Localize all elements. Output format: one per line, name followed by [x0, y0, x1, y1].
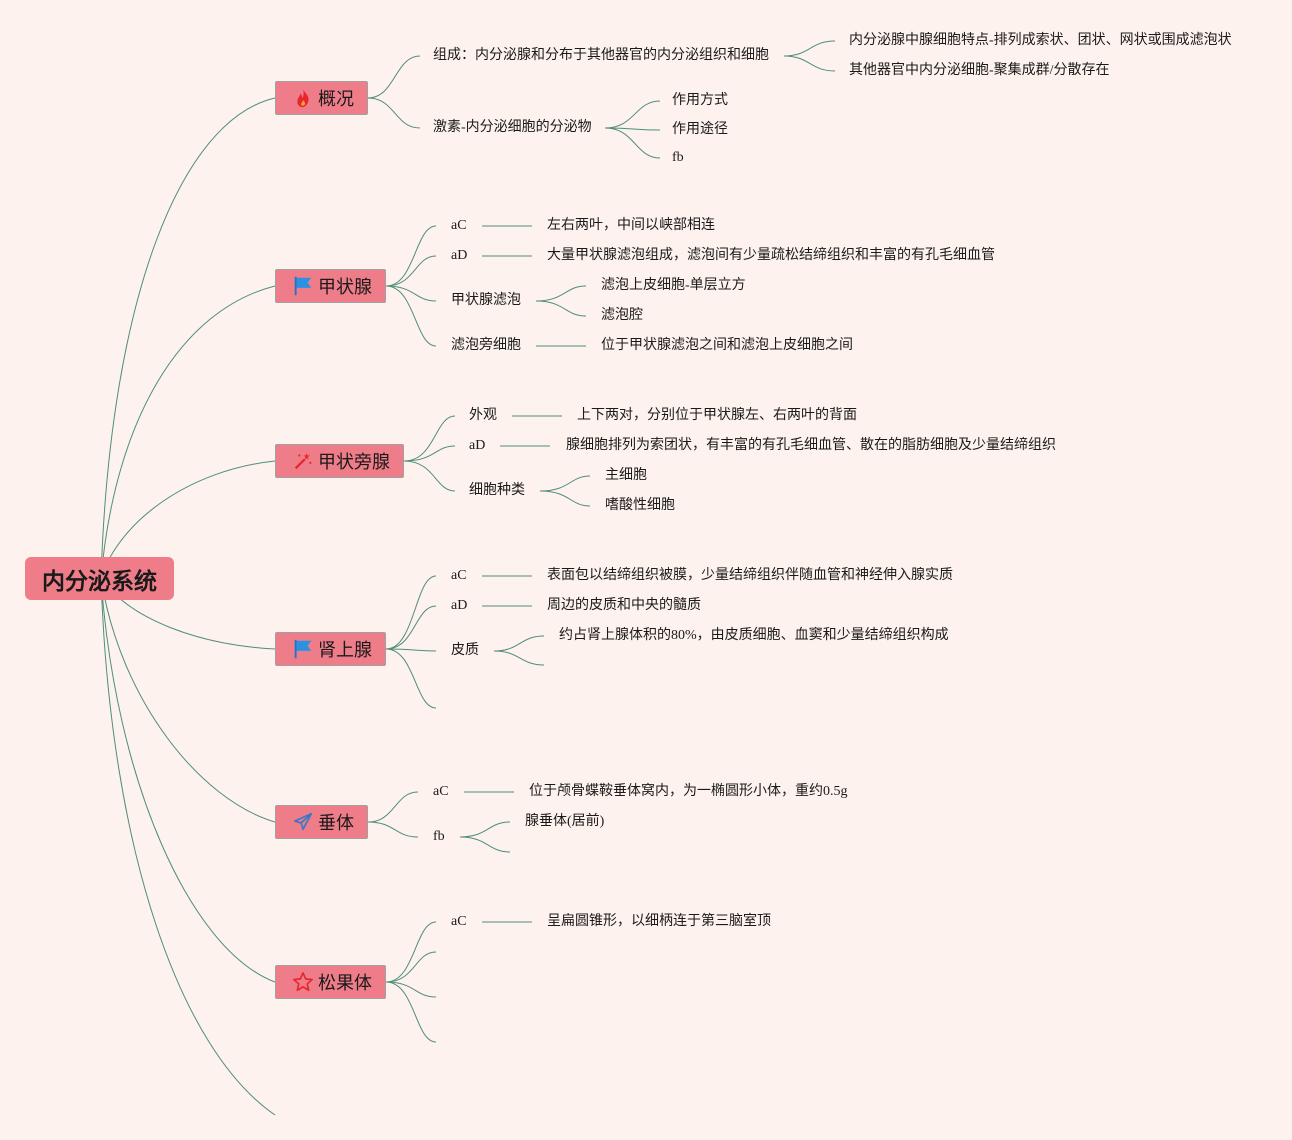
flag-icon — [292, 275, 314, 297]
follicle-child[interactable]: 滤泡腔 — [601, 308, 643, 323]
thyroid-ad[interactable]: aD — [451, 248, 468, 263]
root-node[interactable]: 内分泌系统 — [25, 557, 174, 600]
branch-label: 垂体 — [318, 813, 354, 834]
hormone-child[interactable]: fb — [672, 150, 684, 165]
pituitary-fb[interactable]: fb — [433, 829, 445, 844]
overview-hormone[interactable]: 激素-内分泌细胞的分泌物 — [433, 120, 592, 135]
pineal-ac[interactable]: aC — [451, 914, 467, 929]
adrenal-ad[interactable]: aD — [451, 598, 468, 613]
branch-label: 概况 — [318, 89, 354, 110]
pituitary-ac[interactable]: aC — [433, 784, 449, 799]
adrenal-ac[interactable]: aC — [451, 568, 467, 583]
star-icon — [292, 971, 314, 993]
branch-label: 甲状旁腺 — [318, 452, 390, 473]
branch-node-thyroid[interactable]: 甲状腺 — [275, 269, 386, 303]
adrenal-ac-text[interactable]: 表面包以结缔组织被膜，少量结缔组织伴随血管和神经伸入腺实质 — [547, 568, 953, 583]
pituitary-ac-text[interactable]: 位于颅骨蝶鞍垂体窝内，为一椭圆形小体，重约0.5g — [529, 784, 848, 799]
hormone-child[interactable]: 作用途径 — [672, 122, 728, 137]
branch-label: 松果体 — [318, 973, 372, 994]
pituitary-fb-text[interactable]: 腺垂体(居前) — [525, 814, 605, 829]
branch-label: 肾上腺 — [318, 640, 372, 661]
magic-wand-icon — [292, 450, 314, 472]
pineal-ac-text[interactable]: 呈扁圆锥形，以细柄连于第三脑室顶 — [547, 914, 771, 929]
parathyroid-ad[interactable]: aD — [469, 438, 486, 453]
cortex-text[interactable]: 约占肾上腺体积的80%，由皮质细胞、血窦和少量结缔组织构成 — [559, 628, 949, 643]
fire-icon — [292, 87, 314, 109]
parathyroid-cells[interactable]: 细胞种类 — [469, 483, 525, 498]
adrenal-cortex[interactable]: 皮质 — [451, 643, 479, 658]
branch-node-adrenal[interactable]: 肾上腺 — [275, 632, 386, 666]
composition-child[interactable]: 其他器官中内分泌细胞-聚集成群/分散存在 — [849, 63, 1110, 78]
parafollicular-text[interactable]: 位于甲状腺滤泡之间和滤泡上皮细胞之间 — [601, 338, 853, 353]
hormone-child[interactable]: 作用方式 — [672, 93, 728, 108]
parathyroid-appearance[interactable]: 外观 — [469, 408, 497, 423]
branch-node-pineal[interactable]: 松果体 — [275, 965, 386, 999]
paper-plane-icon — [292, 811, 314, 833]
branch-node-overview[interactable]: 概况 — [275, 81, 368, 115]
thyroid-ac-text[interactable]: 左右两叶，中间以峡部相连 — [547, 218, 715, 233]
flag-icon — [292, 638, 314, 660]
branch-node-pituitary[interactable]: 垂体 — [275, 805, 368, 839]
thyroid-follicle[interactable]: 甲状腺滤泡 — [451, 293, 521, 308]
parathyroid-ad-text[interactable]: 腺细胞排列为索团状，有丰富的有孔毛细血管、散在的脂肪细胞及少量结缔组织 — [566, 438, 1056, 453]
composition-child[interactable]: 内分泌腺中腺细胞特点-排列成索状、团状、网状或围成滤泡状 — [849, 33, 1232, 48]
parathyroid-appearance-text[interactable]: 上下两对，分别位于甲状腺左、右两叶的背面 — [577, 408, 857, 423]
cells-child[interactable]: 主细胞 — [605, 468, 647, 483]
thyroid-parafollicular[interactable]: 滤泡旁细胞 — [451, 338, 521, 353]
adrenal-ad-text[interactable]: 周边的皮质和中央的髓质 — [547, 598, 701, 613]
thyroid-ad-text[interactable]: 大量甲状腺滤泡组成，滤泡间有少量疏松结缔组织和丰富的有孔毛细血管 — [547, 248, 995, 263]
cells-child[interactable]: 嗜酸性细胞 — [605, 498, 675, 513]
overview-composition[interactable]: 组成：内分泌腺和分布于其他器官的内分泌组织和细胞 — [433, 48, 769, 63]
branch-node-parathyroid[interactable]: 甲状旁腺 — [275, 444, 404, 478]
branch-label: 甲状腺 — [318, 277, 372, 298]
follicle-child[interactable]: 滤泡上皮细胞-单层立方 — [601, 278, 746, 293]
thyroid-ac[interactable]: aC — [451, 218, 467, 233]
